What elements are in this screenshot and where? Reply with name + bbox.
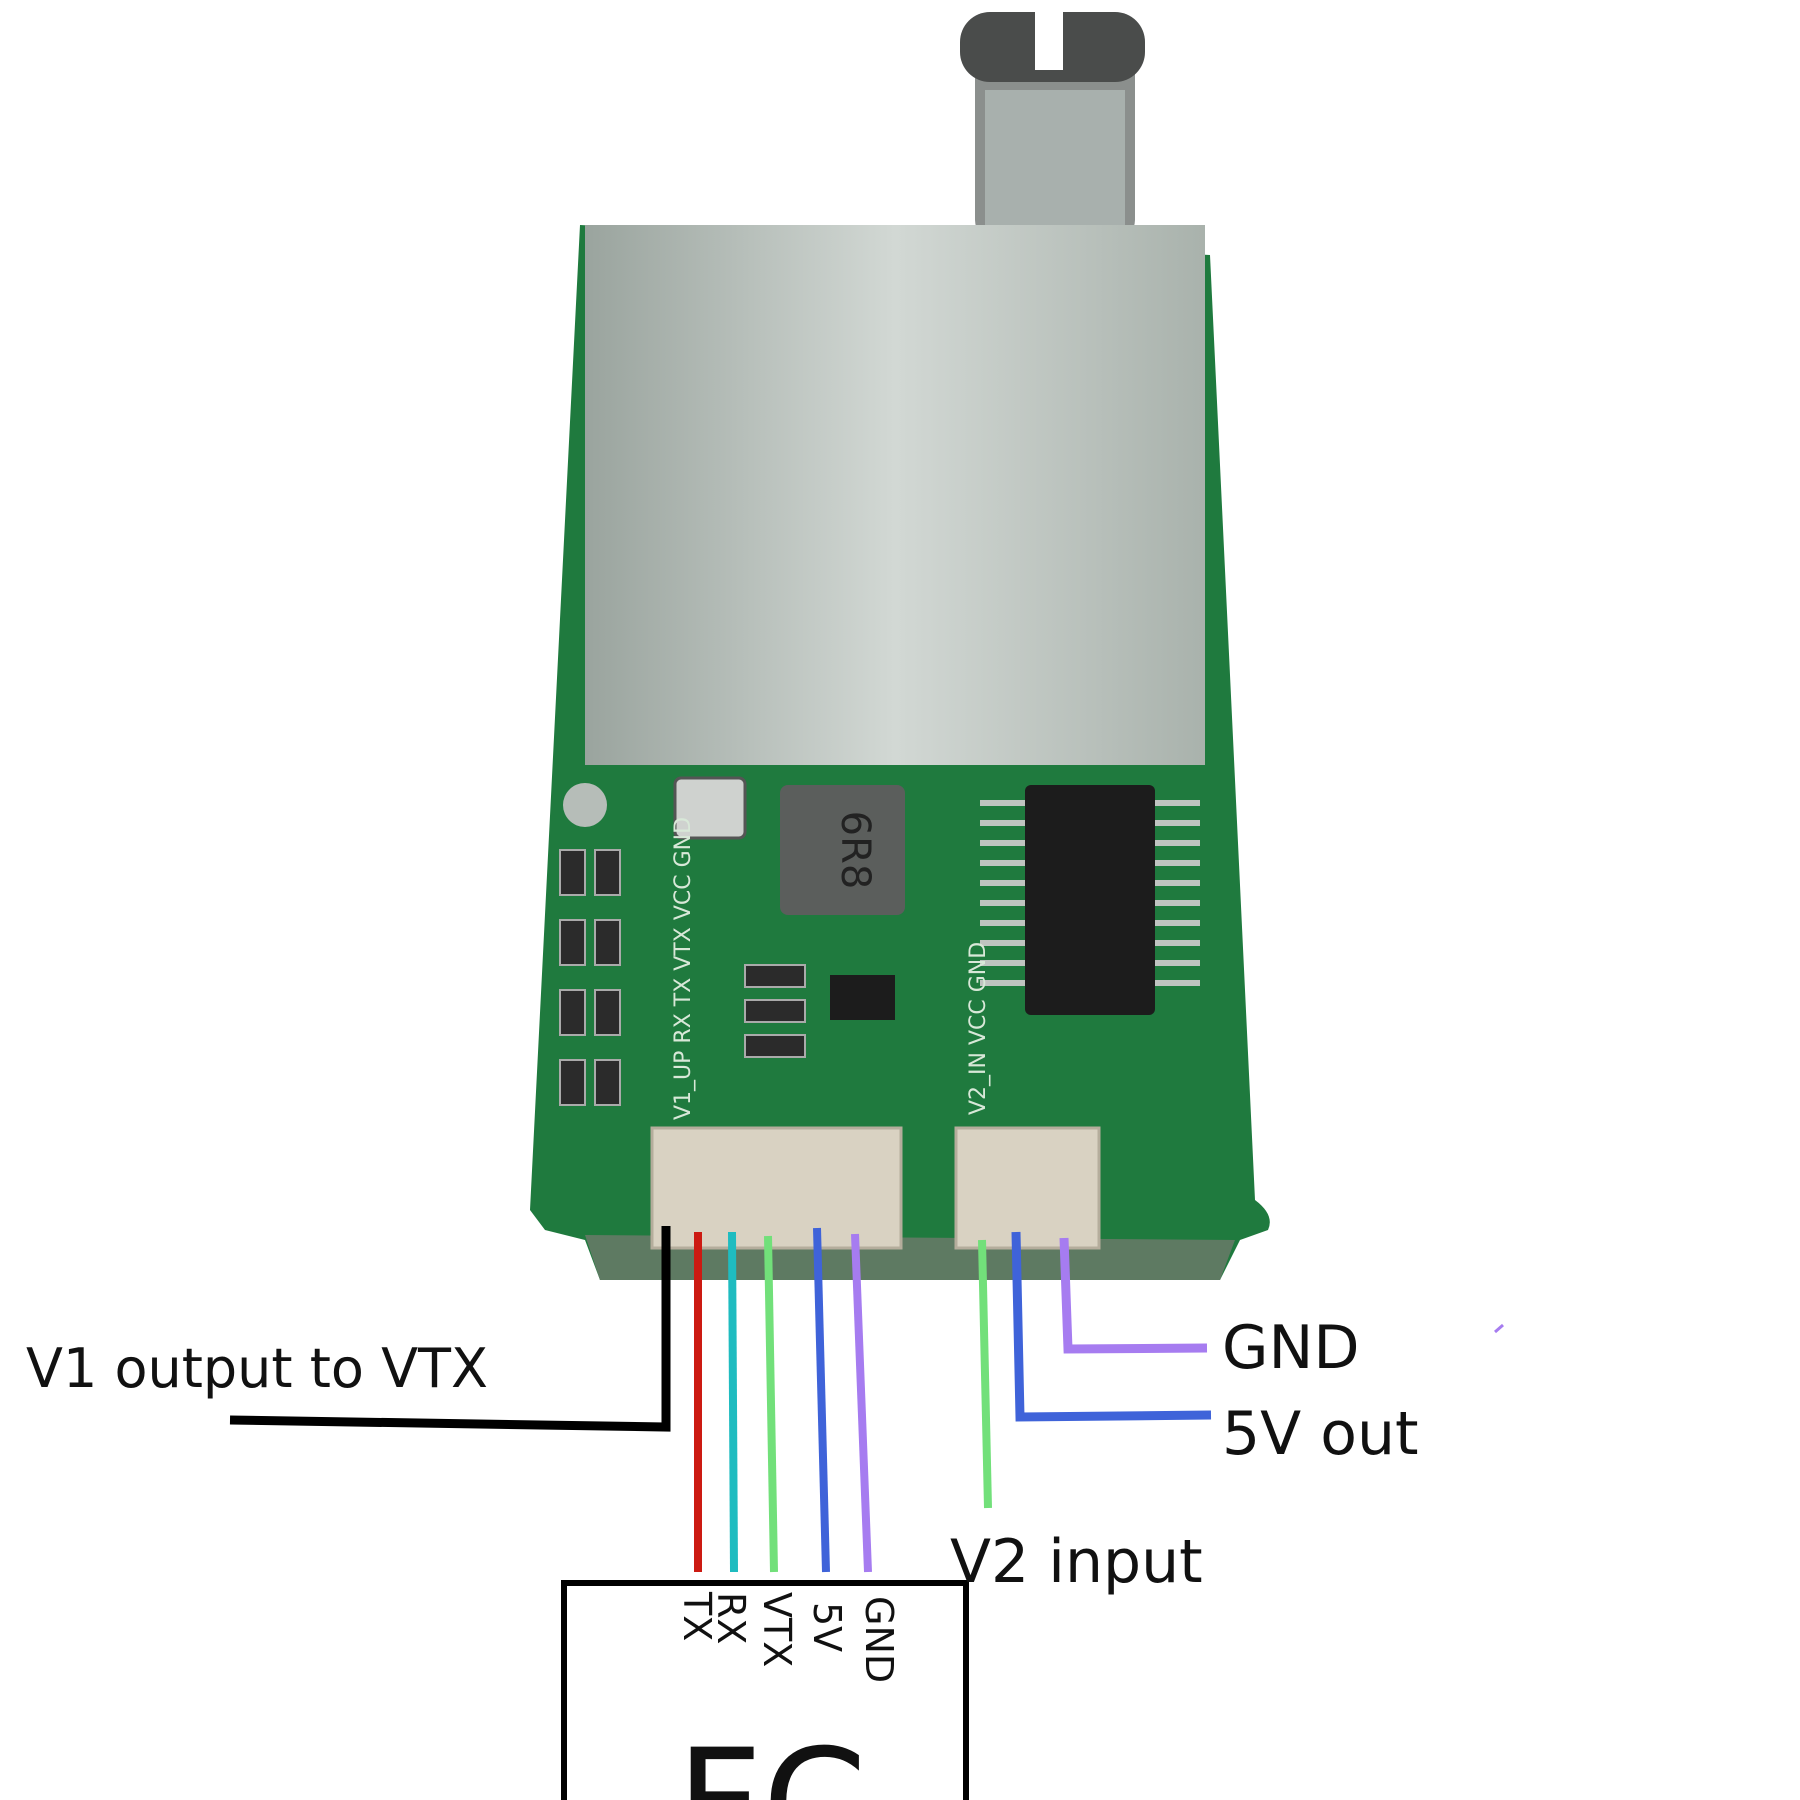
wire-5v-out <box>1011 1231 1212 1422</box>
ic-chip <box>1025 785 1155 1015</box>
fc-box <box>561 1580 969 1800</box>
connector-v2 <box>954 1126 1101 1250</box>
inductor <box>780 785 905 915</box>
wire-v2-input <box>978 1239 992 1509</box>
fc-pin-gnd: GND <box>857 1596 901 1684</box>
fc-pin-tx: TX <box>675 1592 719 1642</box>
crystal <box>673 776 747 840</box>
5v-out-label: 5V out <box>1222 1399 1419 1469</box>
wire-vtx <box>764 1235 778 1573</box>
v1-output-label: V1 output to VTX <box>26 1337 489 1400</box>
wires <box>229 1226 1504 1573</box>
fc-pin-vtx: VTX <box>755 1592 799 1668</box>
connector-v1 <box>650 1126 903 1250</box>
wire-v1-output <box>229 1226 671 1432</box>
inductor-label: 6R8 <box>832 811 878 890</box>
fc-pin-rx: RX <box>709 1592 753 1645</box>
v2-input-label: V2 input <box>950 1527 1203 1597</box>
wire-5v <box>813 1227 830 1573</box>
header1-silkscreen: V1_UP RX TX VTX VCC GND <box>671 817 696 1120</box>
wire-gnd <box>851 1233 872 1573</box>
gnd-label: GND <box>1222 1313 1360 1383</box>
header2-silkscreen: V2_IN VCC GND <box>966 942 991 1115</box>
fc-pin-5v: 5V <box>805 1602 849 1653</box>
fc-label: FC <box>676 1730 867 1800</box>
antenna-connector <box>960 10 1145 260</box>
wire-rx <box>728 1231 738 1573</box>
wire-gnd-out <box>1059 1237 1208 1354</box>
